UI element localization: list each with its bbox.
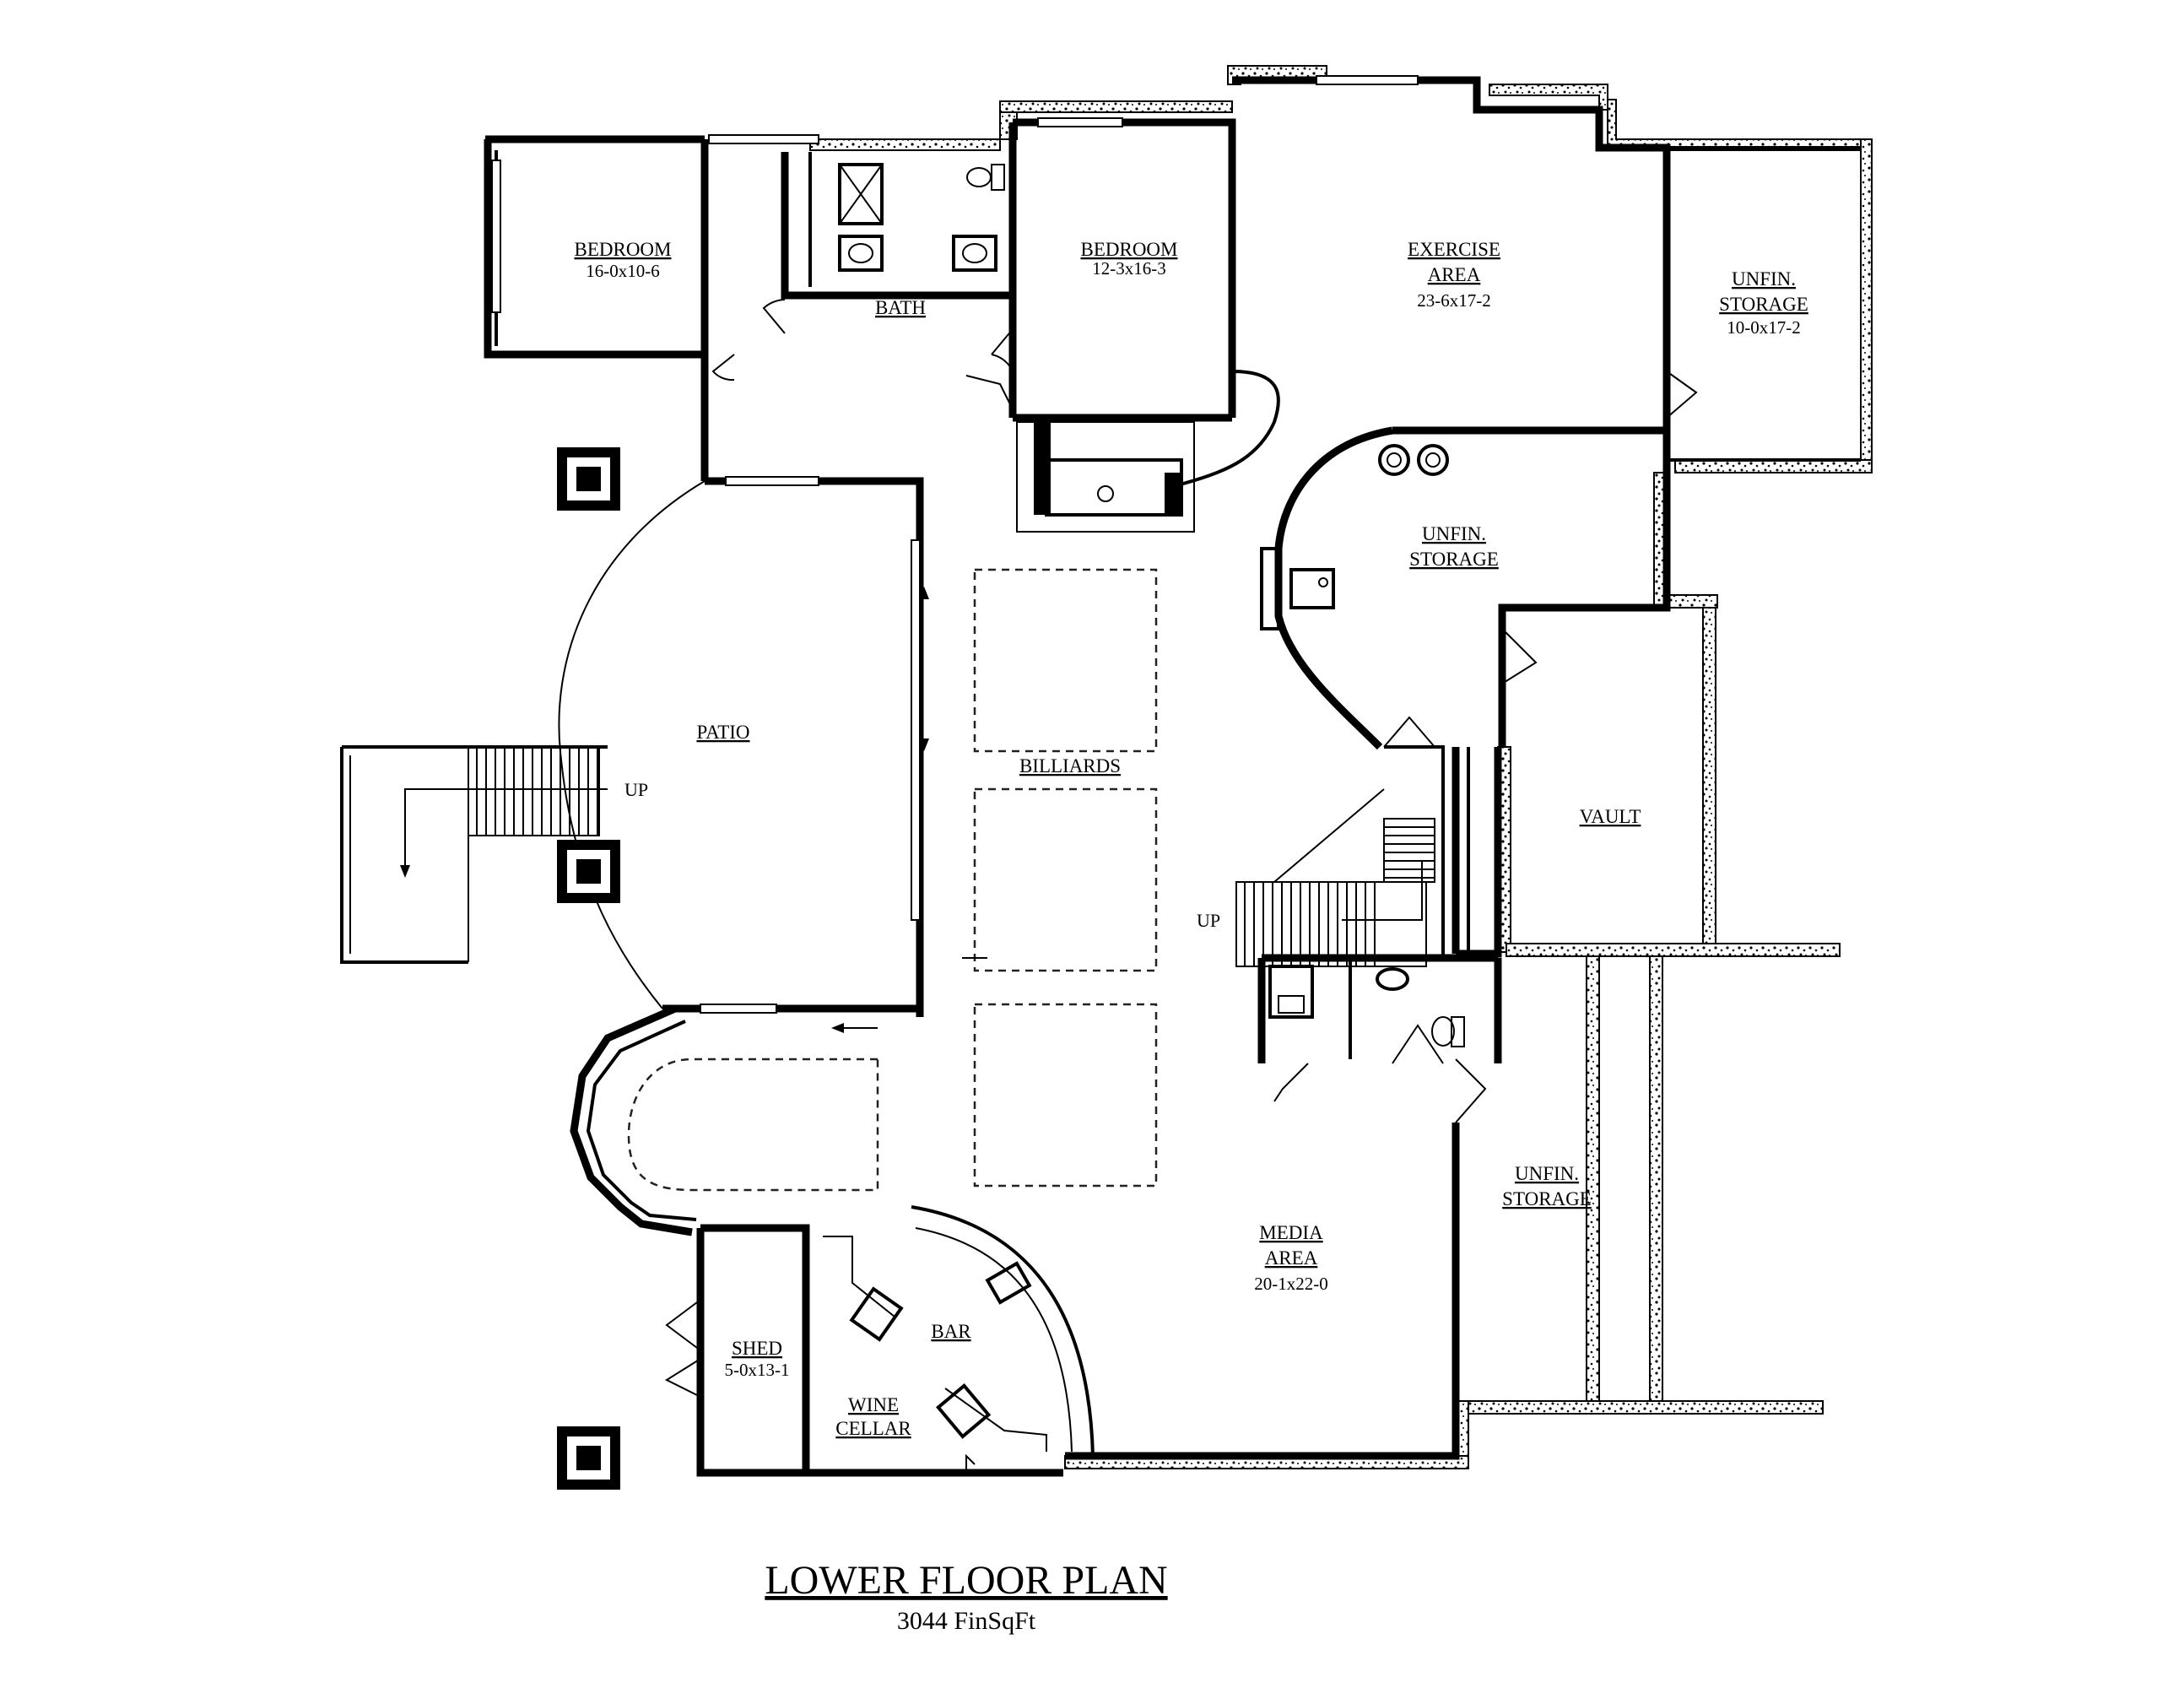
room-dim-media: 20-1x22-0 (1254, 1274, 1328, 1294)
room-label-unfin-storage-1b: STORAGE (1719, 294, 1808, 315)
room-label-media-2: AREA (1265, 1247, 1318, 1269)
room-label-billiards: BILLIARDS (1019, 755, 1121, 776)
room-dim-unfin-storage-1: 10-0x17-2 (1727, 317, 1801, 338)
foundation-walls (809, 65, 1873, 1469)
room-label-bar: BAR (931, 1321, 971, 1342)
room-label-bath: BATH (875, 297, 926, 318)
room-label-shed: SHED (732, 1338, 782, 1359)
room-dim-bedroom-2: 12-3x16-3 (1092, 258, 1166, 279)
room-label-unfin-storage-3b: STORAGE (1502, 1188, 1592, 1209)
room-label-unfin-storage-2b: STORAGE (1409, 549, 1499, 570)
stair-note-right: UP (1197, 910, 1220, 931)
stair-note-left: UP (624, 779, 648, 800)
room-label-media: MEDIA (1259, 1222, 1323, 1243)
billiards-area (627, 568, 1158, 1192)
left-stairs (400, 746, 608, 962)
room-label-exercise: EXERCISE (1408, 239, 1500, 260)
plan-subtitle: 3044 FinSqFt (897, 1607, 1036, 1635)
room-label-exercise-2: AREA (1428, 264, 1481, 285)
room-dim-shed: 5-0x13-1 (725, 1360, 790, 1380)
room-label-vault: VAULT (1580, 806, 1641, 827)
room-dim-bedroom-1: 16-0x10-6 (586, 261, 660, 281)
right-stairs (1235, 788, 1435, 967)
doors (664, 299, 1698, 1473)
plumbing-fixtures (823, 163, 1465, 1452)
room-label-unfin-storage-3: UNFIN. (1515, 1163, 1579, 1184)
room-labels: BEDROOM 16-0x10-6 BATH BEDROOM 12-3x16-3… (574, 239, 1808, 1439)
room-label-wine-2: CELLAR (835, 1418, 911, 1439)
windows (491, 75, 1419, 1014)
room-dim-exercise: 23-6x17-2 (1417, 290, 1491, 311)
room-label-bedroom-1: BEDROOM (574, 239, 671, 260)
plan-title: LOWER FLOOR PLAN (765, 1558, 1167, 1603)
room-label-wine: WINE (848, 1394, 899, 1415)
room-label-patio: PATIO (696, 722, 749, 743)
fireplace (1016, 370, 1280, 533)
room-label-bedroom-2: BEDROOM (1080, 239, 1177, 260)
room-label-unfin-storage-2: UNFIN. (1422, 523, 1486, 544)
room-label-unfin-storage-1: UNFIN. (1732, 268, 1796, 289)
exterior-walls (340, 76, 1861, 1477)
column-posts (557, 447, 620, 1490)
